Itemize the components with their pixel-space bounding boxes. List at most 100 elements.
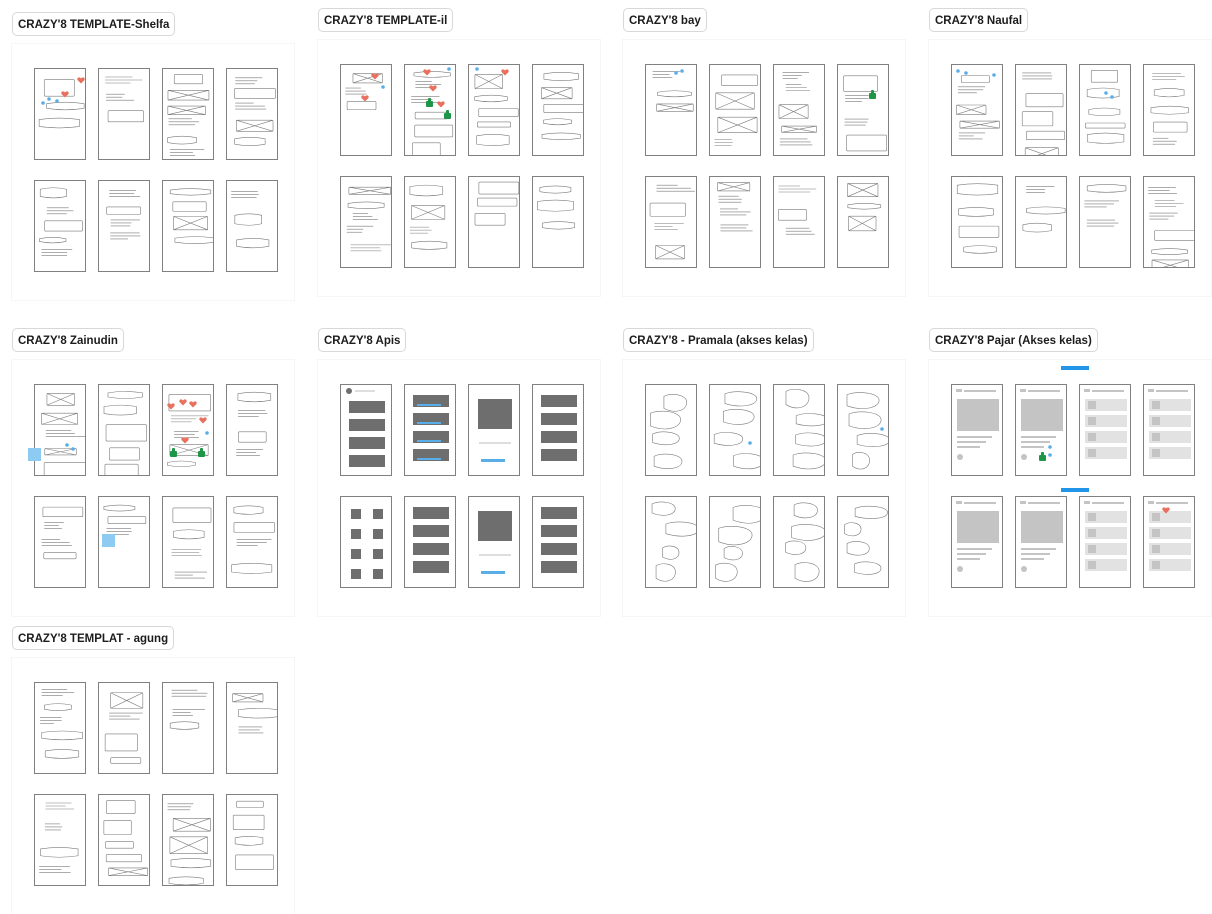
- sketch-frame[interactable]: [162, 384, 214, 476]
- sketch-frame[interactable]: [532, 64, 584, 156]
- sketch-frame[interactable]: [645, 496, 697, 588]
- sketch-frame[interactable]: [532, 384, 584, 476]
- sketch-drawing: [38, 77, 85, 129]
- section-title[interactable]: CRAZY'8 Pajar (Akses kelas): [929, 328, 1098, 352]
- sketch-frame[interactable]: [645, 64, 697, 156]
- sketch-frame[interactable]: [34, 180, 86, 272]
- sketch-drawing: [956, 69, 1000, 140]
- sketch-frame[interactable]: [162, 496, 214, 588]
- sketch-drawing: [105, 76, 144, 123]
- sketch-frame[interactable]: [98, 794, 150, 886]
- sketch-frame[interactable]: [340, 496, 392, 588]
- sketch-frame[interactable]: [162, 682, 214, 774]
- sketch-drawing: [236, 391, 272, 456]
- sketch-frame[interactable]: [226, 384, 278, 476]
- section-title[interactable]: CRAZY'8 - Pramala (akses kelas): [623, 328, 814, 352]
- sketch-frame[interactable]: [98, 384, 150, 476]
- sketch-drawing: [778, 185, 817, 235]
- sketch-frame[interactable]: [34, 496, 86, 588]
- sketch-drawing: [409, 184, 448, 250]
- sketch-frame[interactable]: [837, 64, 889, 156]
- section-title[interactable]: CRAZY'8 Zainudin: [12, 328, 124, 352]
- sketch-frame[interactable]: [34, 682, 86, 774]
- sketch-frame[interactable]: [1015, 176, 1067, 268]
- sticky-note[interactable]: [102, 534, 115, 547]
- sketch-frame[interactable]: [162, 68, 214, 160]
- sketch-frame[interactable]: [340, 384, 392, 476]
- section-title[interactable]: CRAZY'8 TEMPLATE-Shelfa: [12, 12, 176, 36]
- sketch-drawing: [537, 185, 575, 230]
- sketch-frame[interactable]: [226, 682, 278, 774]
- selection-bar[interactable]: [1061, 366, 1089, 370]
- sketch-frame[interactable]: [226, 794, 278, 886]
- sketch-frame[interactable]: [1079, 176, 1131, 268]
- sketch-drawing: [956, 389, 999, 460]
- sketch-frame[interactable]: [709, 176, 761, 268]
- sketch-frame[interactable]: [162, 794, 214, 886]
- sketch-drawing: [541, 72, 583, 140]
- sketch-frame[interactable]: [226, 496, 278, 588]
- sticky-note[interactable]: [28, 448, 41, 461]
- sketch-frame[interactable]: [468, 496, 520, 588]
- sketch-frame[interactable]: [773, 64, 825, 156]
- sketch-frame[interactable]: [1015, 64, 1067, 156]
- sketch-frame[interactable]: [404, 64, 456, 156]
- sketch-frame[interactable]: [404, 384, 456, 476]
- sketch-frame[interactable]: [773, 384, 825, 476]
- section-title[interactable]: CRAZY'8 Naufal: [929, 8, 1029, 32]
- section-title[interactable]: CRAZY'8 Apis: [318, 328, 407, 352]
- sketch-frame[interactable]: [709, 496, 761, 588]
- sketch-frame[interactable]: [226, 180, 278, 272]
- sketch-frame[interactable]: [951, 496, 1003, 588]
- sketch-frame[interactable]: [1143, 384, 1195, 476]
- sketch-frame[interactable]: [709, 384, 761, 476]
- section-canvas: [623, 360, 905, 616]
- sketch-frame[interactable]: [773, 496, 825, 588]
- sketch-frame[interactable]: [1015, 496, 1067, 588]
- sketch-frame[interactable]: [340, 176, 392, 268]
- sketch-frame[interactable]: [404, 496, 456, 588]
- sketch-frame[interactable]: [226, 68, 278, 160]
- sketch-frame[interactable]: [645, 384, 697, 476]
- sketch-frame[interactable]: [340, 64, 392, 156]
- sketch-frame[interactable]: [468, 176, 520, 268]
- sketch-frame[interactable]: [1143, 64, 1195, 156]
- sketch-frame[interactable]: [773, 176, 825, 268]
- sketch-frame[interactable]: [532, 176, 584, 268]
- section-title[interactable]: CRAZY'8 bay: [623, 8, 707, 32]
- sketch-frame[interactable]: [34, 794, 86, 886]
- sketch-frame[interactable]: [98, 68, 150, 160]
- sketch-frame[interactable]: [837, 384, 889, 476]
- sketch-frame[interactable]: [1143, 496, 1195, 588]
- heart-icon: [77, 77, 85, 84]
- sketch-frame[interactable]: [837, 496, 889, 588]
- sketch-frame[interactable]: [1079, 64, 1131, 156]
- sketch-frame[interactable]: [34, 68, 86, 160]
- sketch-frame[interactable]: [98, 682, 150, 774]
- sketch-frame[interactable]: [951, 384, 1003, 476]
- selection-bar[interactable]: [1061, 488, 1089, 492]
- sketch-drawing: [846, 392, 888, 470]
- sketch-frame[interactable]: [951, 176, 1003, 268]
- section-title[interactable]: CRAZY'8 TEMPLATE-il: [318, 8, 454, 32]
- section-title[interactable]: CRAZY'8 TEMPLAT - agung: [12, 626, 175, 650]
- sketch-drawing: [1084, 184, 1127, 227]
- comment-dot-icon: [1048, 453, 1052, 457]
- sketch-frame[interactable]: [162, 180, 214, 272]
- sketch-frame[interactable]: [1079, 496, 1131, 588]
- sketch-frame[interactable]: [468, 384, 520, 476]
- sketch-frame[interactable]: [34, 384, 86, 476]
- sketch-frame[interactable]: [1015, 384, 1067, 476]
- section-canvas: [318, 360, 600, 616]
- sketch-frame[interactable]: [532, 496, 584, 588]
- sketch-frame[interactable]: [468, 64, 520, 156]
- sketch-frame[interactable]: [951, 64, 1003, 156]
- sketch-frame[interactable]: [837, 176, 889, 268]
- sketch-frame[interactable]: [1143, 176, 1195, 268]
- sketch-frame[interactable]: [98, 180, 150, 272]
- sketch-frame[interactable]: [404, 176, 456, 268]
- sketch-frame[interactable]: [1079, 384, 1131, 476]
- comment-dot-icon: [41, 101, 45, 105]
- sketch-frame[interactable]: [645, 176, 697, 268]
- sketch-frame[interactable]: [709, 64, 761, 156]
